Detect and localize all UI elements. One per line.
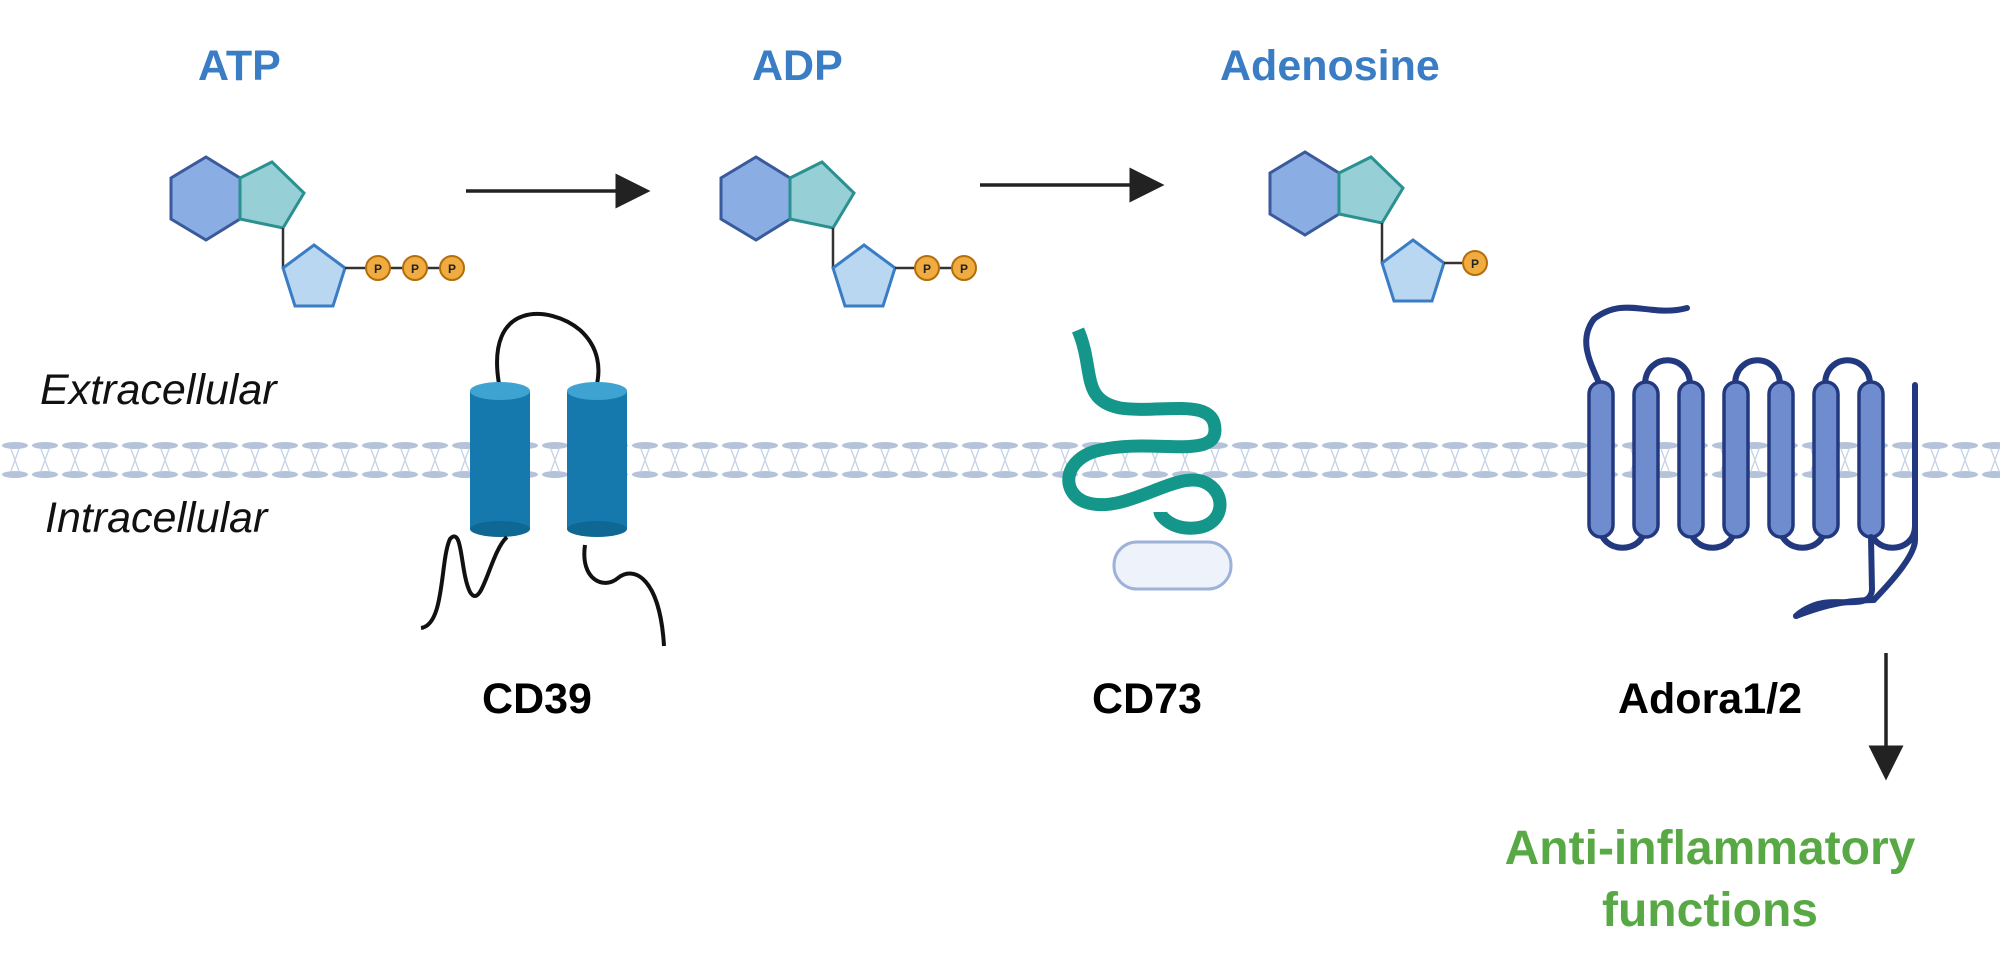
atp-purine-hexagon bbox=[169, 155, 242, 242]
adenosine-phosphate-1 bbox=[1462, 250, 1488, 276]
cd39-helix-2-body bbox=[567, 391, 627, 529]
adora-label: Adora1/2 bbox=[1617, 675, 1802, 723]
cd39-helix-2-bottom bbox=[567, 521, 627, 537]
adp-purine-hexagon bbox=[719, 155, 792, 242]
cd39-helix-2-top bbox=[567, 382, 627, 400]
adora-c-terminal-tail bbox=[1793, 534, 1876, 619]
adora-tm-helix-3 bbox=[1677, 380, 1705, 539]
atp-label: ATP bbox=[198, 42, 281, 90]
adora-tm-helix-4 bbox=[1722, 380, 1750, 539]
intracellular-label: Intracellular bbox=[45, 494, 268, 542]
atp-phosphate-2-label: P bbox=[411, 262, 419, 276]
adp-phosphate-1 bbox=[914, 255, 940, 281]
cd39-helix-1-top bbox=[470, 382, 530, 400]
adenosine-label: Adenosine bbox=[1220, 42, 1440, 90]
adp-phosphate-2 bbox=[951, 255, 977, 281]
atp-ribose-pentagon bbox=[281, 243, 347, 308]
adenosine-purine-pentagon bbox=[1337, 155, 1405, 225]
adora-tm-helix-5 bbox=[1767, 380, 1795, 539]
cd39-n-terminal-tail bbox=[420, 534, 509, 630]
adp-phosphate-1-label: P bbox=[923, 262, 931, 276]
atp-molecule: P P P bbox=[169, 155, 465, 308]
cd39-helix-1-body bbox=[470, 391, 530, 529]
adenosine-ribose-pentagon bbox=[1380, 238, 1446, 303]
cd39-c-terminal-tail bbox=[582, 544, 666, 647]
cd39-extracellular-loop bbox=[495, 312, 601, 385]
adp-phosphate-2-label: P bbox=[960, 262, 968, 276]
outcome-line-2: functions bbox=[1602, 884, 1818, 937]
adora-tm-helix-7 bbox=[1857, 380, 1885, 539]
cd39-helix-1-bottom bbox=[470, 521, 530, 537]
cell-membrane bbox=[0, 442, 2000, 478]
cd73-protein bbox=[1062, 327, 1233, 591]
outcome-line-1: Anti-inflammatory bbox=[1504, 822, 1916, 875]
atp-phosphate-1-label: P bbox=[374, 262, 382, 276]
adora-tm-helix-2 bbox=[1632, 380, 1660, 539]
cd73-intracellular-domain bbox=[1112, 540, 1233, 591]
adp-molecule: P P bbox=[719, 155, 977, 308]
adora-receptor bbox=[1583, 304, 1918, 619]
cd39-protein bbox=[420, 312, 666, 647]
adp-ribose-pentagon bbox=[831, 243, 897, 308]
adenosine-purine-hexagon bbox=[1268, 150, 1341, 237]
cd73-label: CD73 bbox=[1092, 675, 1202, 723]
adenosine-molecule: P bbox=[1268, 150, 1488, 303]
adp-label: ADP bbox=[752, 42, 843, 90]
cd73-polypeptide bbox=[1062, 327, 1227, 535]
atp-phosphate-1 bbox=[365, 255, 391, 281]
adora-tm-helix-1 bbox=[1587, 380, 1615, 539]
outcome-label: Anti-inflammatory functions bbox=[1450, 818, 1970, 942]
adora-tm-helix-6 bbox=[1812, 380, 1840, 539]
atp-phosphate-2 bbox=[402, 255, 428, 281]
atp-phosphate-3 bbox=[439, 255, 465, 281]
adenosine-phosphate-1-label: P bbox=[1471, 257, 1479, 271]
atp-purine-pentagon bbox=[238, 160, 306, 230]
extracellular-label: Extracellular bbox=[40, 366, 277, 414]
atp-phosphate-3-label: P bbox=[448, 262, 456, 276]
cd39-label: CD39 bbox=[482, 675, 592, 723]
adp-purine-pentagon bbox=[788, 160, 856, 230]
